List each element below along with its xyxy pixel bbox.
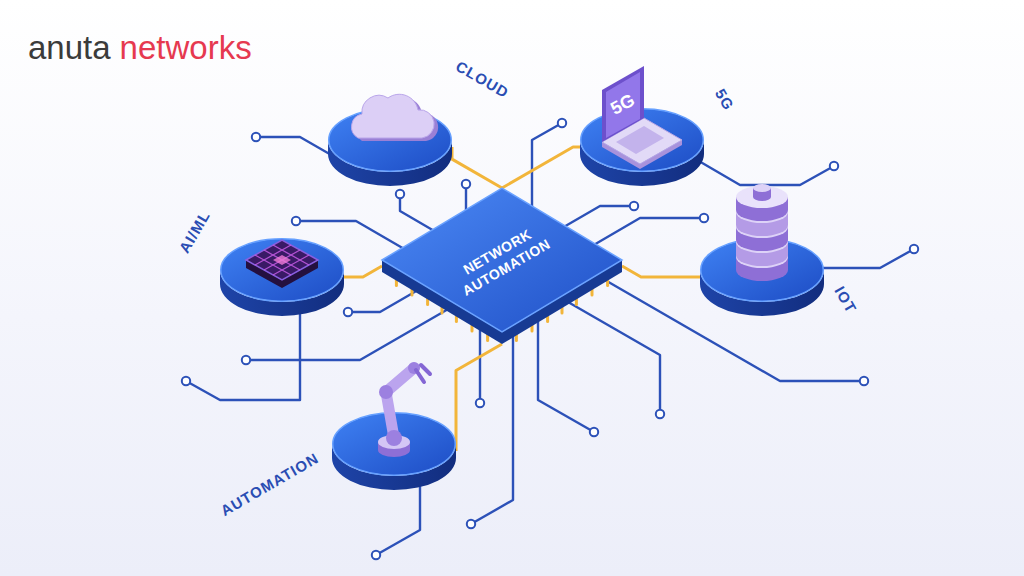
trace-end-dot bbox=[630, 202, 638, 210]
automation-platform: AUTOMATION bbox=[332, 412, 456, 490]
connector-trace bbox=[502, 147, 580, 188]
disc-shape bbox=[580, 108, 704, 186]
trace-end-dot bbox=[182, 377, 190, 385]
cloud-icon bbox=[352, 94, 439, 141]
trace-end-dot bbox=[656, 410, 664, 418]
connector-trace bbox=[622, 266, 700, 277]
disc-shape bbox=[220, 238, 344, 316]
platform-label: AI/ML bbox=[175, 207, 214, 256]
trace-end-dot bbox=[467, 520, 475, 528]
laptop-icon bbox=[602, 66, 682, 169]
robot-icon bbox=[378, 362, 430, 457]
trace-end-dot bbox=[476, 399, 484, 407]
platform-label: IOT bbox=[830, 283, 860, 317]
trace-end-dot bbox=[252, 133, 260, 141]
circuit-trace bbox=[348, 290, 418, 312]
connector-trace bbox=[344, 266, 382, 277]
circuit-trace bbox=[568, 302, 660, 414]
circuit-trace bbox=[376, 480, 420, 555]
trace-end-dot bbox=[910, 245, 918, 253]
circuit-trace bbox=[562, 206, 634, 228]
platform-label: AUTOMATION bbox=[218, 449, 323, 520]
logo-word: networks bbox=[120, 28, 252, 68]
circuit-trace bbox=[471, 334, 513, 524]
trace-end-dot bbox=[558, 119, 566, 127]
platform-label: CLOUD bbox=[452, 57, 512, 102]
logo-word: anuta bbox=[28, 28, 111, 68]
5g-platform: 5G bbox=[580, 108, 704, 186]
circuit-trace bbox=[256, 137, 340, 160]
connector-trace bbox=[452, 147, 502, 188]
trace-end-dot bbox=[700, 214, 708, 222]
circuit-trace bbox=[186, 123, 914, 555]
aichip-icon bbox=[246, 240, 318, 288]
disc-top bbox=[221, 239, 344, 302]
circuit-trace bbox=[592, 218, 704, 246]
trace-end-dot bbox=[396, 190, 404, 198]
network-automation-chip: NETWORK AUTOMATION bbox=[382, 188, 622, 344]
disc-shape bbox=[328, 108, 452, 186]
iot-platform: IOT bbox=[700, 238, 824, 316]
disc-shape bbox=[332, 412, 456, 490]
platform-label: 5G bbox=[710, 86, 737, 114]
ai-ml-platform: AI/ML bbox=[220, 238, 344, 316]
trace-end-dot bbox=[372, 551, 380, 559]
chip-top bbox=[382, 188, 622, 332]
circuit-trace bbox=[400, 194, 436, 232]
trace-end-dot bbox=[462, 180, 470, 188]
trace-end-dot bbox=[292, 217, 300, 225]
trace-end-dot bbox=[830, 162, 838, 170]
trace-end-dot bbox=[590, 428, 598, 436]
trace-end-dot bbox=[344, 308, 352, 316]
circuit-trace bbox=[479, 328, 481, 403]
trace-end-dot bbox=[242, 356, 250, 364]
connector-trace bbox=[456, 344, 502, 451]
trace-end-dot bbox=[182, 119, 918, 559]
disc-shape bbox=[700, 238, 824, 316]
cloud-platform: CLOUD bbox=[328, 108, 452, 186]
trace-end-dot bbox=[860, 377, 868, 385]
circuit-trace bbox=[538, 320, 594, 432]
battery-icon bbox=[736, 184, 788, 281]
